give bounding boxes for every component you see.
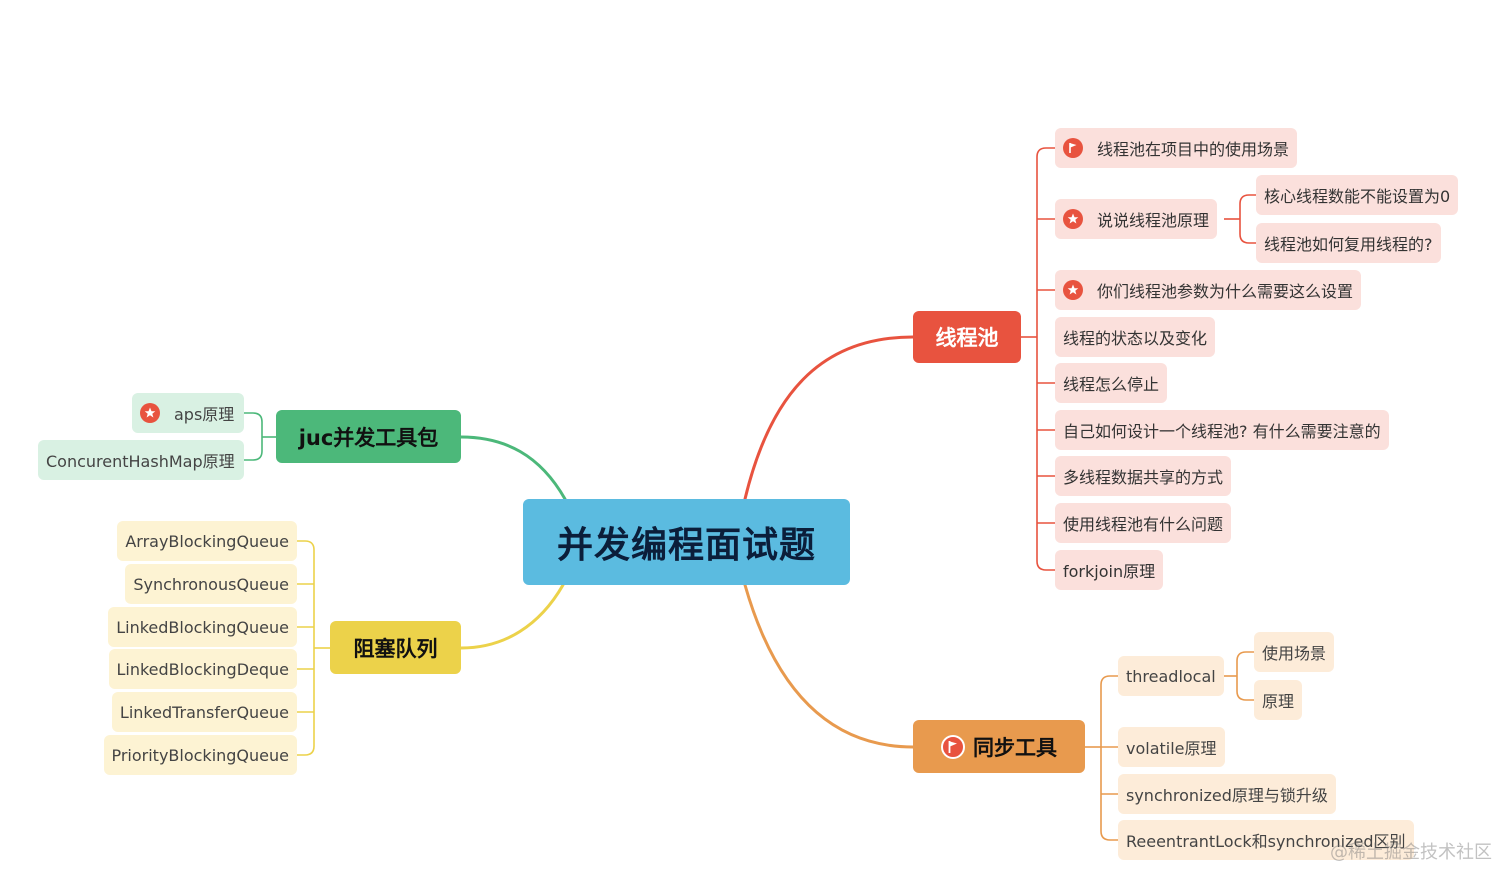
list-item[interactable]: volatile原理 xyxy=(1118,727,1225,767)
list-item-label: 多线程数据共享的方式 xyxy=(1063,468,1224,487)
list-item[interactable]: 线程的状态以及变化 xyxy=(1055,317,1216,357)
star-icon xyxy=(1063,209,1083,229)
list-item-label: 说说线程池原理 xyxy=(1097,211,1210,230)
list-item-label: 使用场景 xyxy=(1262,644,1327,663)
list-item-label: ReeentrantLock和synchronized区别 xyxy=(1126,832,1406,851)
list-item-label: 线程的状态以及变化 xyxy=(1063,329,1208,348)
flag-icon xyxy=(941,734,965,759)
list-item-label: PriorityBlockingQueue xyxy=(111,745,289,765)
list-item[interactable]: 线程池如何复用线程的? xyxy=(1256,223,1441,263)
central-topic[interactable]: 并发编程面试题 xyxy=(523,499,850,585)
list-item-label: 线程池在项目中的使用场景 xyxy=(1097,140,1290,159)
list-item[interactable]: forkjoin原理 xyxy=(1055,550,1164,590)
list-item[interactable]: PriorityBlockingQueue xyxy=(104,735,297,775)
list-item[interactable]: 你们线程池参数为什么需要这么设置 xyxy=(1055,270,1362,310)
list-item-label: LinkedBlockingQueue xyxy=(116,617,289,637)
list-item[interactable]: 说说线程池原理 xyxy=(1055,199,1218,239)
list-item-label: ConcurentHashMap原理 xyxy=(46,452,235,471)
list-item-label: threadlocal xyxy=(1126,666,1216,686)
list-item[interactable]: threadlocal xyxy=(1118,656,1224,696)
list-item[interactable]: synchronized原理与锁升级 xyxy=(1118,774,1336,814)
list-item-label: 你们线程池参数为什么需要这么设置 xyxy=(1097,282,1354,301)
list-item-label: 核心线程数能不能设置为0 xyxy=(1264,187,1451,206)
branch-blocking-queue[interactable]: 阻塞队列 xyxy=(330,621,461,674)
flag-icon xyxy=(1063,138,1083,158)
branch-thread-pool[interactable]: 线程池 xyxy=(913,311,1021,363)
list-item-label: 使用线程池有什么问题 xyxy=(1063,515,1224,534)
list-item-label: aps原理 xyxy=(174,405,235,424)
branch-thread-pool-label: 线程池 xyxy=(935,326,999,350)
branch-sync-tools[interactable]: 同步工具 xyxy=(913,720,1085,773)
list-item-label: 原理 xyxy=(1262,692,1295,711)
branch-juc[interactable]: juc并发工具包 xyxy=(276,410,461,463)
list-item[interactable]: ArrayBlockingQueue xyxy=(117,521,297,561)
branch-sync-tools-label: 同步工具 xyxy=(973,735,1057,760)
list-item[interactable]: ReeentrantLock和synchronized区别 xyxy=(1118,820,1414,860)
list-item-label: synchronized原理与锁升级 xyxy=(1126,786,1328,805)
star-icon xyxy=(1063,280,1083,300)
list-item[interactable]: LinkedBlockingDeque xyxy=(109,649,297,689)
branch-blocking-queue-label: 阻塞队列 xyxy=(353,636,438,661)
list-item[interactable]: 线程怎么停止 xyxy=(1055,363,1168,403)
list-item-label: volatile原理 xyxy=(1126,739,1217,758)
list-item[interactable]: 自己如何设计一个线程池? 有什么需要注意的 xyxy=(1055,410,1389,450)
list-item-label: SynchronousQueue xyxy=(133,574,289,594)
list-item[interactable]: 核心线程数能不能设置为0 xyxy=(1256,175,1459,215)
list-item[interactable]: 线程池在项目中的使用场景 xyxy=(1055,128,1298,168)
watermark: @稀土掘金技术社区 xyxy=(1330,842,1492,863)
list-item-label: forkjoin原理 xyxy=(1063,562,1156,581)
star-icon xyxy=(140,403,160,423)
list-item[interactable]: SynchronousQueue xyxy=(125,564,297,604)
list-item-label: LinkedBlockingDeque xyxy=(116,659,289,679)
list-item[interactable]: 多线程数据共享的方式 xyxy=(1055,456,1232,496)
list-item[interactable]: 原理 xyxy=(1254,680,1303,720)
list-item[interactable]: ConcurentHashMap原理 xyxy=(38,440,244,480)
list-item-label: ArrayBlockingQueue xyxy=(125,531,289,551)
list-item-label: 线程怎么停止 xyxy=(1063,375,1160,394)
branch-juc-label: juc并发工具包 xyxy=(298,425,439,450)
list-item[interactable]: LinkedBlockingQueue xyxy=(108,607,297,647)
list-item-label: LinkedTransferQueue xyxy=(119,702,289,722)
list-item-label: 自己如何设计一个线程池? 有什么需要注意的 xyxy=(1063,422,1381,441)
list-item-label: 线程池如何复用线程的? xyxy=(1264,235,1433,254)
list-item[interactable]: LinkedTransferQueue xyxy=(112,692,297,732)
list-item[interactable]: 使用场景 xyxy=(1254,632,1335,672)
list-item[interactable]: 使用线程池有什么问题 xyxy=(1055,503,1232,543)
list-item[interactable]: aps原理 xyxy=(132,393,244,433)
